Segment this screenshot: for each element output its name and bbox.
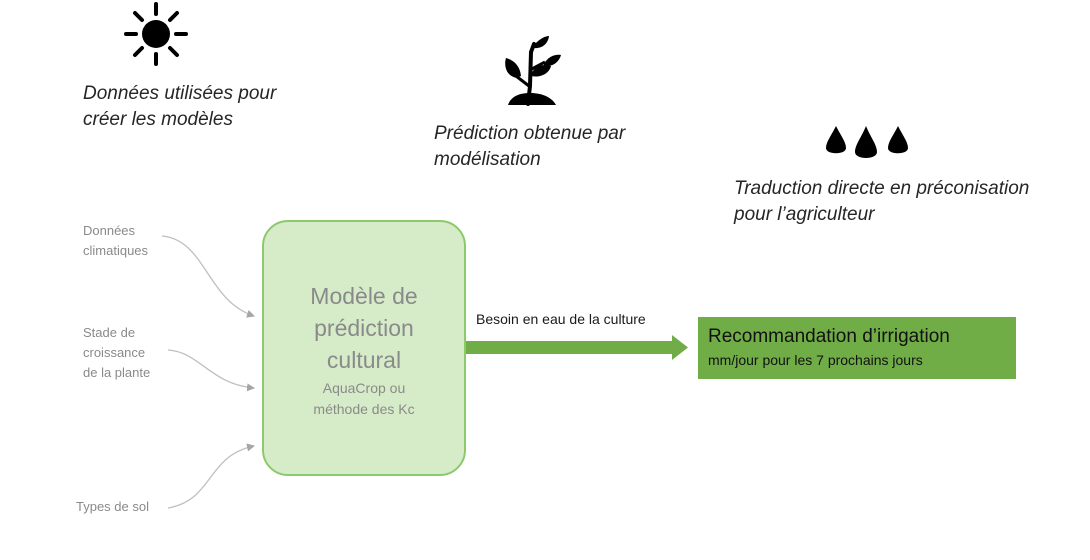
water-need-label: Besoin en eau de la culture [476, 311, 646, 327]
input-growth-line2: croissance [83, 345, 146, 360]
irrigation-recommendation-box: Recommandation d’irrigation mm/jour pour… [698, 317, 1016, 379]
water-drops-icon [826, 126, 908, 158]
plant-icon [505, 36, 561, 106]
caption-data-line2: créer les modèles [83, 109, 233, 130]
input-climate-data: Données climatiques [83, 221, 148, 261]
sun-icon [124, 2, 188, 66]
input-growth-stage: Stade de croissance de la plante [83, 323, 150, 383]
prediction-model-box: Modèle de prédiction cultural AquaCrop o… [262, 220, 466, 476]
model-title-line1: Modèle de [310, 283, 418, 309]
input-climate-line1: Données [83, 223, 136, 238]
caption-data-used: Données utilisées pour créer les modèles [83, 81, 276, 133]
input-growth-line3: de la plante [83, 365, 151, 380]
model-sub-line2: méthode des Kc [313, 401, 415, 417]
recommendation-title: Recommandation d’irrigation [708, 326, 950, 347]
connector-growth [167, 349, 255, 392]
model-subtitle: AquaCrop ou méthode des Kc [264, 378, 464, 420]
water-need-arrow [466, 335, 688, 360]
model-title-line3: cultural [326, 347, 402, 373]
connector-climate [161, 235, 255, 318]
input-growth-line1: Stade de [83, 325, 136, 340]
caption-translation-line2: pour l’agriculteur [734, 204, 875, 225]
model-title: Modèle de prédiction cultural [264, 280, 464, 376]
input-connectors [161, 235, 255, 509]
model-title-line2: prédiction [314, 315, 414, 341]
caption-prediction: Prédiction obtenue par modélisation [434, 121, 625, 173]
caption-prediction-line2: modélisation [434, 149, 541, 170]
caption-translation-line1: Traduction directe en préconisation [734, 178, 1030, 199]
input-soil-line: Types de sol [76, 499, 149, 514]
input-soil-types: Types de sol [76, 497, 149, 517]
model-sub-line1: AquaCrop ou [322, 380, 406, 396]
caption-translation: Traduction directe en préconisation pour… [734, 176, 1029, 228]
recommendation-subtitle: mm/jour pour les 7 prochains jours [708, 352, 923, 368]
connector-soil [167, 443, 255, 509]
input-climate-line2: climatiques [83, 243, 149, 258]
caption-data-line1: Données utilisées pour [83, 83, 277, 104]
caption-prediction-line1: Prédiction obtenue par [434, 123, 626, 144]
